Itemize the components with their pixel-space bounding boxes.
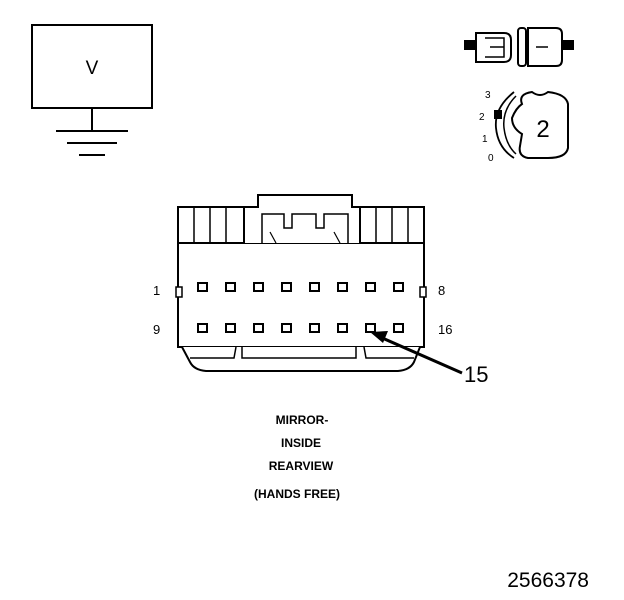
pin-label-8: 8 xyxy=(438,283,445,298)
selector-knob-icon: 3 2 1 0 2 xyxy=(479,90,569,164)
test-probe-icon xyxy=(464,27,574,67)
selector-value: 2 xyxy=(536,116,549,143)
pin-label-9: 9 xyxy=(153,322,160,337)
caption-line-2: INSIDE xyxy=(281,436,321,450)
voltmeter-symbol: V xyxy=(31,24,153,156)
callout-pin-label: 15 xyxy=(464,362,488,387)
caption-line-3: REARVIEW xyxy=(269,459,334,473)
selector-position-1: 1 xyxy=(482,134,488,145)
selector-indicator-icon xyxy=(494,110,502,119)
selector-position-2: 2 xyxy=(479,112,485,123)
pin-label-16: 16 xyxy=(438,322,452,337)
pin-label-1: 1 xyxy=(153,283,160,298)
selector-position-0: 0 xyxy=(488,153,494,164)
connector-face: 1 8 9 16 xyxy=(153,194,452,372)
voltmeter-label: V xyxy=(86,58,99,79)
caption-line-4: (HANDS FREE) xyxy=(254,487,340,501)
caption-line-1: MIRROR- xyxy=(276,413,329,427)
callout-arrow xyxy=(370,331,463,375)
ground-icon xyxy=(56,130,128,156)
selector-position-3: 3 xyxy=(485,90,491,101)
pin-row-2 xyxy=(197,323,404,333)
figure-id: 2566378 xyxy=(507,569,589,592)
voltmeter-box xyxy=(31,24,153,109)
pin-row-1 xyxy=(197,282,404,292)
